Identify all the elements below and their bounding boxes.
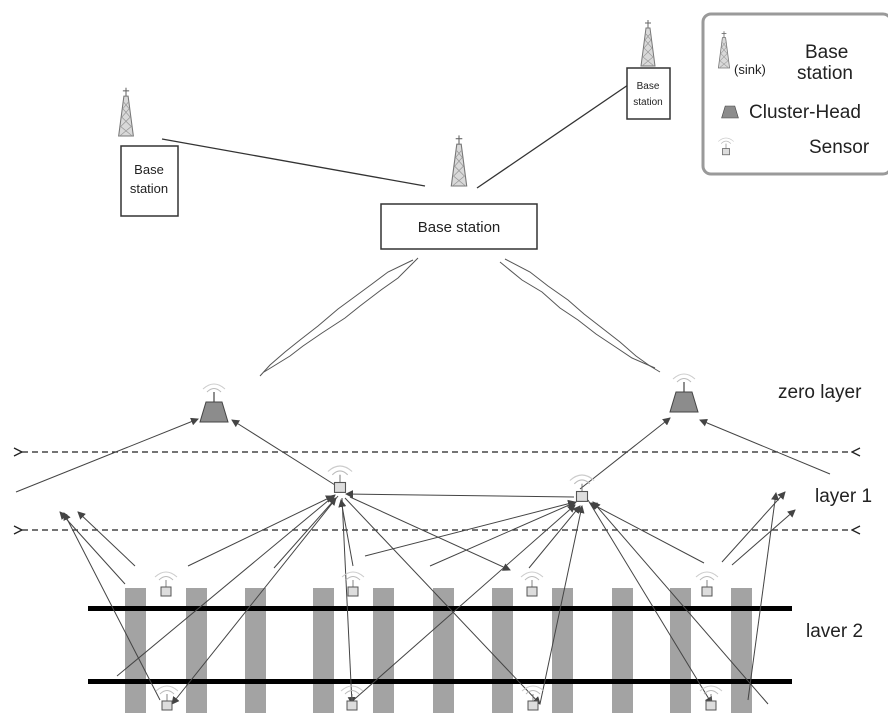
zero-layer-label: zero layer <box>778 382 862 403</box>
legend-sensor-label: Sensor <box>809 137 870 158</box>
base-station-left-label-line2: station <box>130 181 168 196</box>
legend: (sink) Base station Cluster-Head Sensor <box>701 12 888 176</box>
railway-rails <box>88 606 792 684</box>
wireless-links <box>259 257 661 377</box>
antenna-tower-icon <box>640 19 656 67</box>
legend-base-station-label-line1: Base <box>805 42 848 63</box>
cluster-head-right <box>670 374 698 412</box>
base-station-left: Base station <box>118 87 179 217</box>
base-station-central: Base station <box>380 134 538 250</box>
layer-boundaries <box>22 452 852 530</box>
sensor-node <box>696 572 718 596</box>
antenna-tower-icon <box>450 134 468 187</box>
base-station-left-label-line1: Base <box>134 162 164 177</box>
sensor-node <box>155 572 177 596</box>
routing-arrows <box>15 417 831 705</box>
base-station-central-label: Base station <box>418 219 501 236</box>
base-station-right-label-line2: station <box>633 97 662 108</box>
base-station-links <box>161 84 629 189</box>
cluster-head-left <box>200 384 228 422</box>
cluster-head-icon <box>721 105 739 119</box>
sensor-node-layer1-left <box>328 466 352 492</box>
legend-sink-label: (sink) <box>734 62 766 77</box>
base-station-right: Base station <box>626 19 671 120</box>
layer-1-label: layer 1 <box>815 486 872 507</box>
sensor-node <box>522 686 544 710</box>
legend-base-station-label-line2: station <box>797 63 853 84</box>
base-station-right-label-line1: Base <box>637 81 660 92</box>
legend-cluster-head-label: Cluster-Head <box>749 102 861 123</box>
antenna-tower-icon <box>118 87 134 137</box>
legend-frame <box>701 12 888 176</box>
sensor-node <box>521 572 543 596</box>
layer-2-label: laver 2 <box>806 621 863 642</box>
sensor-node <box>341 686 363 710</box>
